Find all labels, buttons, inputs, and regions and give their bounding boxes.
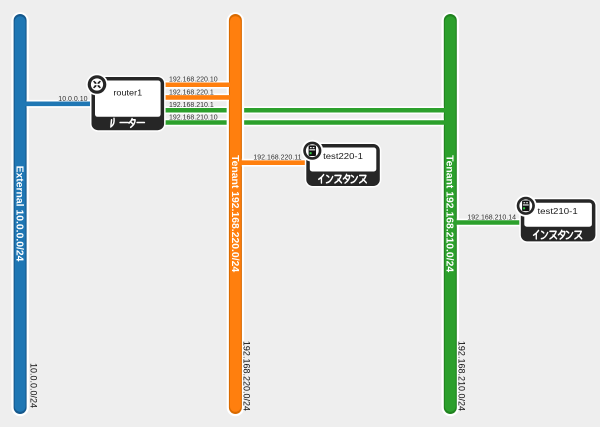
svg-text:192.168.220.10: 192.168.220.10 xyxy=(169,77,218,84)
svg-text:Tenant 192.168.210.0/24: Tenant 192.168.210.0/24 xyxy=(444,155,455,272)
svg-text:test210-1: test210-1 xyxy=(538,207,578,216)
svg-text:router1: router1 xyxy=(113,89,142,98)
svg-text:192.168.210.14: 192.168.210.14 xyxy=(467,214,516,221)
svg-text:External 10.0.0.0/24: External 10.0.0.0/24 xyxy=(14,166,25,262)
svg-text:192.168.210.0/24: 192.168.210.0/24 xyxy=(457,341,467,411)
svg-text:192.168.220.1: 192.168.220.1 xyxy=(169,89,214,96)
svg-text:Tenant 192.168.220.0/24: Tenant 192.168.220.0/24 xyxy=(229,155,240,272)
svg-text:192.168.210.10: 192.168.210.10 xyxy=(169,114,218,121)
svg-text:192.168.220.11: 192.168.220.11 xyxy=(253,155,301,162)
svg-text:192.168.210.1: 192.168.210.1 xyxy=(169,102,214,109)
svg-text:10.0.0.0/24: 10.0.0.0/24 xyxy=(28,363,38,408)
svg-text:192.168.220.0/24: 192.168.220.0/24 xyxy=(242,341,252,411)
svg-text:test220-1: test220-1 xyxy=(323,152,363,161)
svg-text:10.0.0.10: 10.0.0.10 xyxy=(58,96,87,103)
